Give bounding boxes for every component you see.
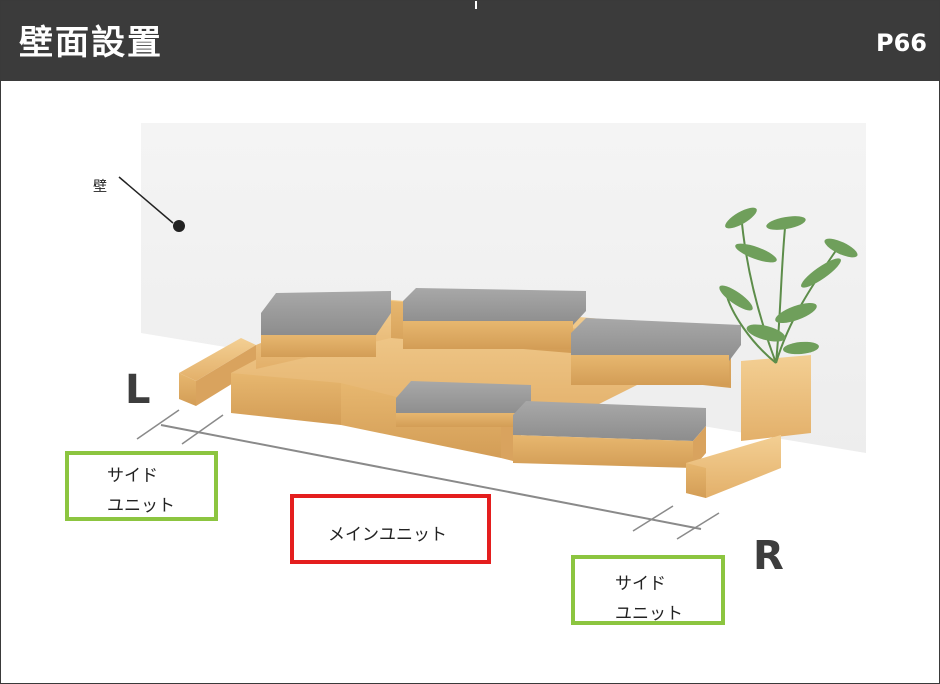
header-divider-tick [475, 1, 477, 9]
product-image [141, 123, 866, 503]
header-bar: 壁面設置 P66 [1, 1, 939, 81]
page-number: P66 [876, 29, 927, 57]
main-unit-label: メインユニット [328, 525, 447, 545]
right-label: R [753, 533, 784, 579]
side-unit-right-line1: サイド [615, 574, 666, 594]
main-unit-box: メインユニット [290, 494, 491, 564]
side-unit-left-line1: サイド [107, 466, 158, 486]
side-unit-right-box: サイド ユニット [571, 555, 725, 625]
side-unit-right-line2: ユニット [615, 604, 683, 624]
side-unit-left-box: サイド ユニット [65, 451, 218, 521]
page-title: 壁面設置 [19, 23, 163, 63]
wall-label: 壁 [93, 179, 107, 195]
left-label: L [125, 367, 151, 413]
side-unit-left-line2: ユニット [107, 496, 175, 516]
